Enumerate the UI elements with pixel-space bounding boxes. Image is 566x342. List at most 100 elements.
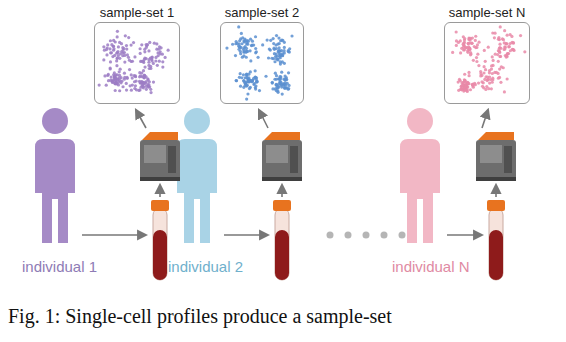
scatter-point [108, 47, 111, 50]
scatter-point [140, 80, 143, 83]
scatter-point [284, 86, 287, 89]
individual-label: individual 1 [22, 258, 97, 275]
scatter-point [112, 73, 115, 76]
scatter-point [109, 39, 112, 42]
ellipsis-dots [327, 232, 406, 239]
scatter-point [255, 80, 258, 83]
scatter-point [477, 41, 480, 44]
scatter-point [477, 64, 480, 67]
scatter-point [493, 36, 496, 39]
scatter-point [512, 41, 515, 44]
scatter-point [242, 48, 245, 51]
scatter-point [124, 34, 127, 37]
scatter-point [497, 60, 500, 63]
scatter-point [277, 49, 280, 52]
scatter-point [161, 60, 164, 63]
blood-tube [151, 200, 169, 280]
scatter-point [102, 45, 105, 48]
scatter-point [280, 71, 283, 74]
scatter-point [161, 65, 164, 68]
scatter-point [267, 56, 270, 59]
scatter-point [288, 51, 291, 54]
scatter-point [235, 79, 238, 82]
scatter-point [467, 74, 470, 77]
scatter-point [118, 57, 121, 60]
scatter-point [237, 48, 240, 51]
scatter-point [125, 47, 128, 50]
scatter-point [498, 76, 501, 79]
scatter-point [474, 35, 477, 38]
scatter-point [239, 52, 242, 55]
scatter-point [474, 39, 477, 42]
person-figure [400, 108, 440, 243]
scatter-point [235, 79, 238, 82]
scatter-point [283, 46, 286, 49]
scatter-point [110, 51, 113, 54]
scatter-point [105, 53, 108, 56]
scatter-point [460, 47, 463, 50]
scatter-point [466, 49, 469, 52]
scatter-point [245, 42, 248, 45]
scatter-point [284, 78, 287, 81]
scatter-point [111, 55, 114, 58]
sequencer-machine [262, 132, 302, 181]
scatter-point [152, 81, 155, 84]
scatter-point [242, 73, 245, 76]
scatter-point [252, 44, 255, 47]
scatter-point [459, 79, 462, 82]
scatter-point [275, 74, 278, 77]
scatter-point [105, 84, 108, 87]
person-figure [35, 108, 75, 243]
scatter-point [508, 45, 511, 48]
scatter-point [254, 47, 257, 50]
scatter-point [273, 52, 276, 55]
scatter-point [143, 82, 146, 85]
scatter-point [463, 38, 466, 41]
scatter-point [484, 68, 487, 71]
scatter-point [278, 50, 281, 53]
scatter-point [125, 88, 128, 91]
scatter-point [115, 52, 118, 55]
scatter-point [152, 62, 155, 65]
scatter-point [248, 87, 251, 90]
scatter-point [464, 46, 467, 49]
scatter-point [121, 54, 124, 57]
sample-set-box: sample-set N [444, 22, 530, 104]
scatter-point [287, 87, 290, 90]
scatter-point [116, 57, 119, 60]
scatter-point [109, 79, 112, 82]
scatter-point [143, 65, 146, 68]
scatter-point [239, 72, 242, 75]
person-figure [177, 108, 217, 243]
individual-label: individual 2 [168, 258, 243, 275]
scatter-point [252, 83, 255, 86]
scatter-point [116, 78, 119, 81]
scatter-point [129, 84, 132, 87]
scatter-point [140, 72, 143, 75]
scatter-point [511, 48, 514, 51]
scatter-point [505, 55, 508, 58]
scatter-point [242, 79, 245, 82]
scatter-point [114, 40, 117, 43]
sequencer-machine [140, 132, 180, 181]
scatter-point [117, 45, 120, 48]
scatter-point [245, 97, 248, 100]
scatter-point [477, 82, 480, 85]
sample-set-box: sample-set 1 [94, 22, 180, 104]
scatter-point [271, 81, 274, 84]
scatter-point [503, 29, 506, 32]
scatter-point [284, 83, 287, 86]
figure-caption: Fig. 1: Single-cell profiles produce a s… [8, 305, 392, 328]
scatter-point [512, 48, 515, 51]
scatter-point [467, 71, 470, 74]
scatter-point [498, 38, 501, 41]
scatter-point [143, 57, 146, 60]
blood-tube [273, 200, 291, 280]
scatter-point [490, 64, 493, 67]
scatter-point [460, 88, 463, 91]
scatter-point [146, 43, 149, 46]
flow-arrows [82, 110, 496, 235]
individual-label: individual N [392, 258, 470, 275]
scatter-point [239, 85, 242, 88]
scatter-point [149, 65, 152, 68]
